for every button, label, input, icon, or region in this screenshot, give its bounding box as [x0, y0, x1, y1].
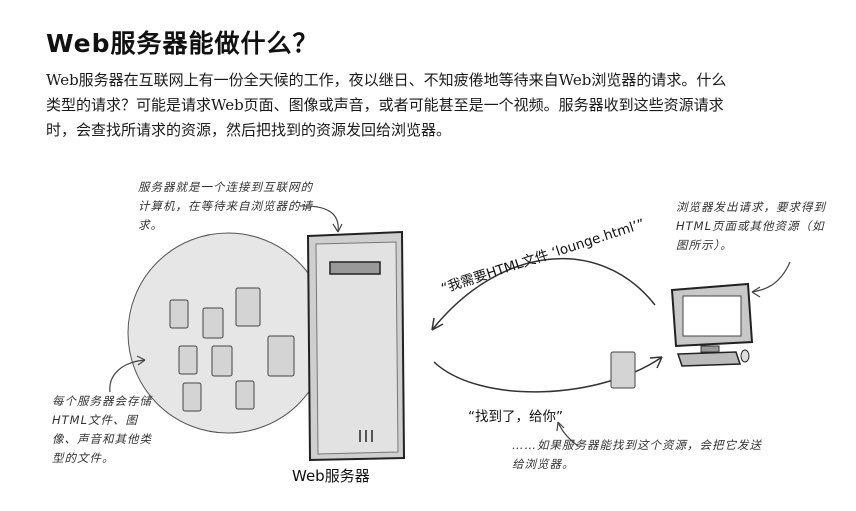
storage-note-pointer — [109, 359, 146, 393]
found-note-pointer — [557, 421, 579, 447]
server-note: 服务器就是一个连接到互联网的计算机，在等待来自浏览器的请求。 — [138, 180, 313, 232]
response-arrow — [433, 356, 663, 393]
file-icon — [267, 335, 295, 377]
file-icon — [169, 299, 189, 329]
server-label: Web服务器 — [292, 467, 370, 485]
file-icon — [182, 382, 202, 412]
response-file-icon — [610, 351, 636, 389]
file-icon — [235, 380, 255, 410]
browser-computer — [670, 282, 754, 367]
response-label: “找到了，给你” — [468, 409, 563, 425]
file-icon — [211, 345, 233, 377]
server-note-pointer — [299, 205, 339, 233]
browser-note-pointer — [751, 261, 791, 293]
file-icon — [202, 307, 224, 339]
found-note: ……如果服务器能找到这个资源，会把它发送给浏览器。 — [512, 438, 762, 471]
stored-files — [169, 287, 295, 412]
file-icon — [178, 345, 198, 375]
server-tower — [306, 230, 406, 462]
browser-note: 浏览器发出请求，要求得到HTML页面或其他资源（如图所示）。 — [676, 200, 826, 252]
file-icon — [235, 287, 261, 327]
page-title: Web服务器能做什么？ — [46, 29, 319, 58]
storage-note: 每个服务器会存储HTML文件、图像、声音和其他类型的文件。 — [52, 394, 152, 465]
request-arrow — [431, 257, 656, 331]
intro-paragraph: Web服务器在互联网上有一份全天候的工作，夜以继日、不知疲倦地等待来自Web浏览… — [46, 71, 727, 139]
